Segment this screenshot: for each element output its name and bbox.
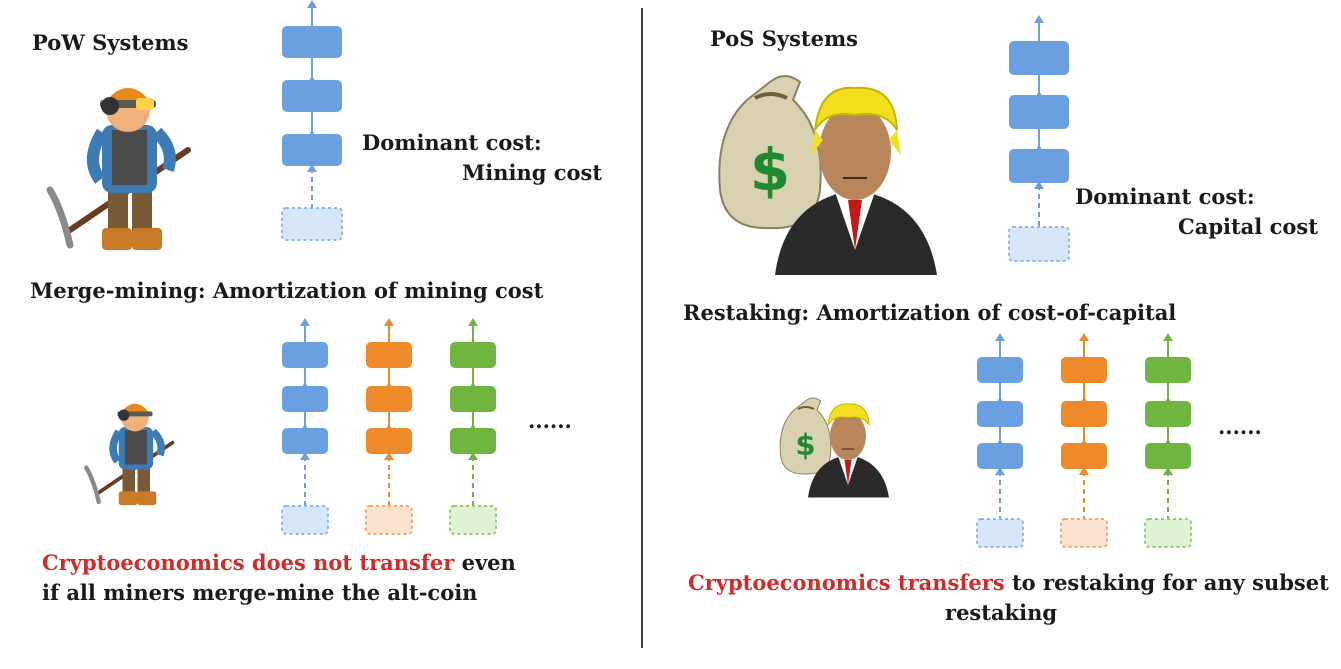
pow-caption-red: Cryptoeconomics does not transfer (42, 550, 455, 575)
pos-chain (1008, 15, 1070, 262)
investor-icon-small: $ (779, 397, 889, 498)
pos-caption-line-2: restaking (945, 600, 1058, 625)
chain-green (449, 318, 497, 535)
chain-blue (976, 333, 1024, 548)
restaking-title: Restaking: Amortization of cost-of-capit… (683, 300, 1177, 325)
pow-dominant-cost-label: Dominant cost: (362, 130, 542, 155)
pos-dominant-cost-value: Capital cost (1178, 214, 1318, 239)
dollar-sign-large: $ (750, 136, 790, 204)
pos-title: PoS Systems (710, 26, 859, 51)
merge-mining-title: Merge-mining: Amortization of mining cos… (30, 278, 544, 303)
restaking-ellipsis: ...... (1218, 414, 1262, 439)
miner-icon-large (46, 88, 191, 250)
merge-mining-chains (281, 318, 497, 535)
pow-dominant-cost-value: Mining cost (462, 160, 603, 185)
pos-caption-red: Cryptoeconomics transfers (688, 570, 1005, 595)
pos-dominant-cost-label: Dominant cost: (1075, 184, 1255, 209)
center-divider (641, 8, 643, 648)
investor-icon-large: $ (718, 75, 937, 275)
restaking-chains (976, 333, 1192, 548)
pow-caption-rest: even (454, 550, 516, 575)
chain-green (1144, 333, 1192, 548)
chain-blue (281, 318, 329, 535)
miner-icon-small (84, 403, 175, 506)
chain-orange (1060, 333, 1108, 548)
pow-chain (281, 0, 343, 241)
pow-caption-line-2: if all miners merge-mine the alt-coin (42, 580, 478, 605)
merge-mining-ellipsis: ...... (528, 408, 572, 433)
pos-caption-line-1: Cryptoeconomics transfers to restaking f… (688, 570, 1329, 595)
dollar-sign-small: $ (795, 428, 815, 462)
pow-title: PoW Systems (32, 30, 189, 55)
chain-orange (365, 318, 413, 535)
pos-caption-rest: to restaking for any subset (1004, 570, 1329, 595)
pow-caption-line-1: Cryptoeconomics does not transfer even (42, 550, 516, 575)
